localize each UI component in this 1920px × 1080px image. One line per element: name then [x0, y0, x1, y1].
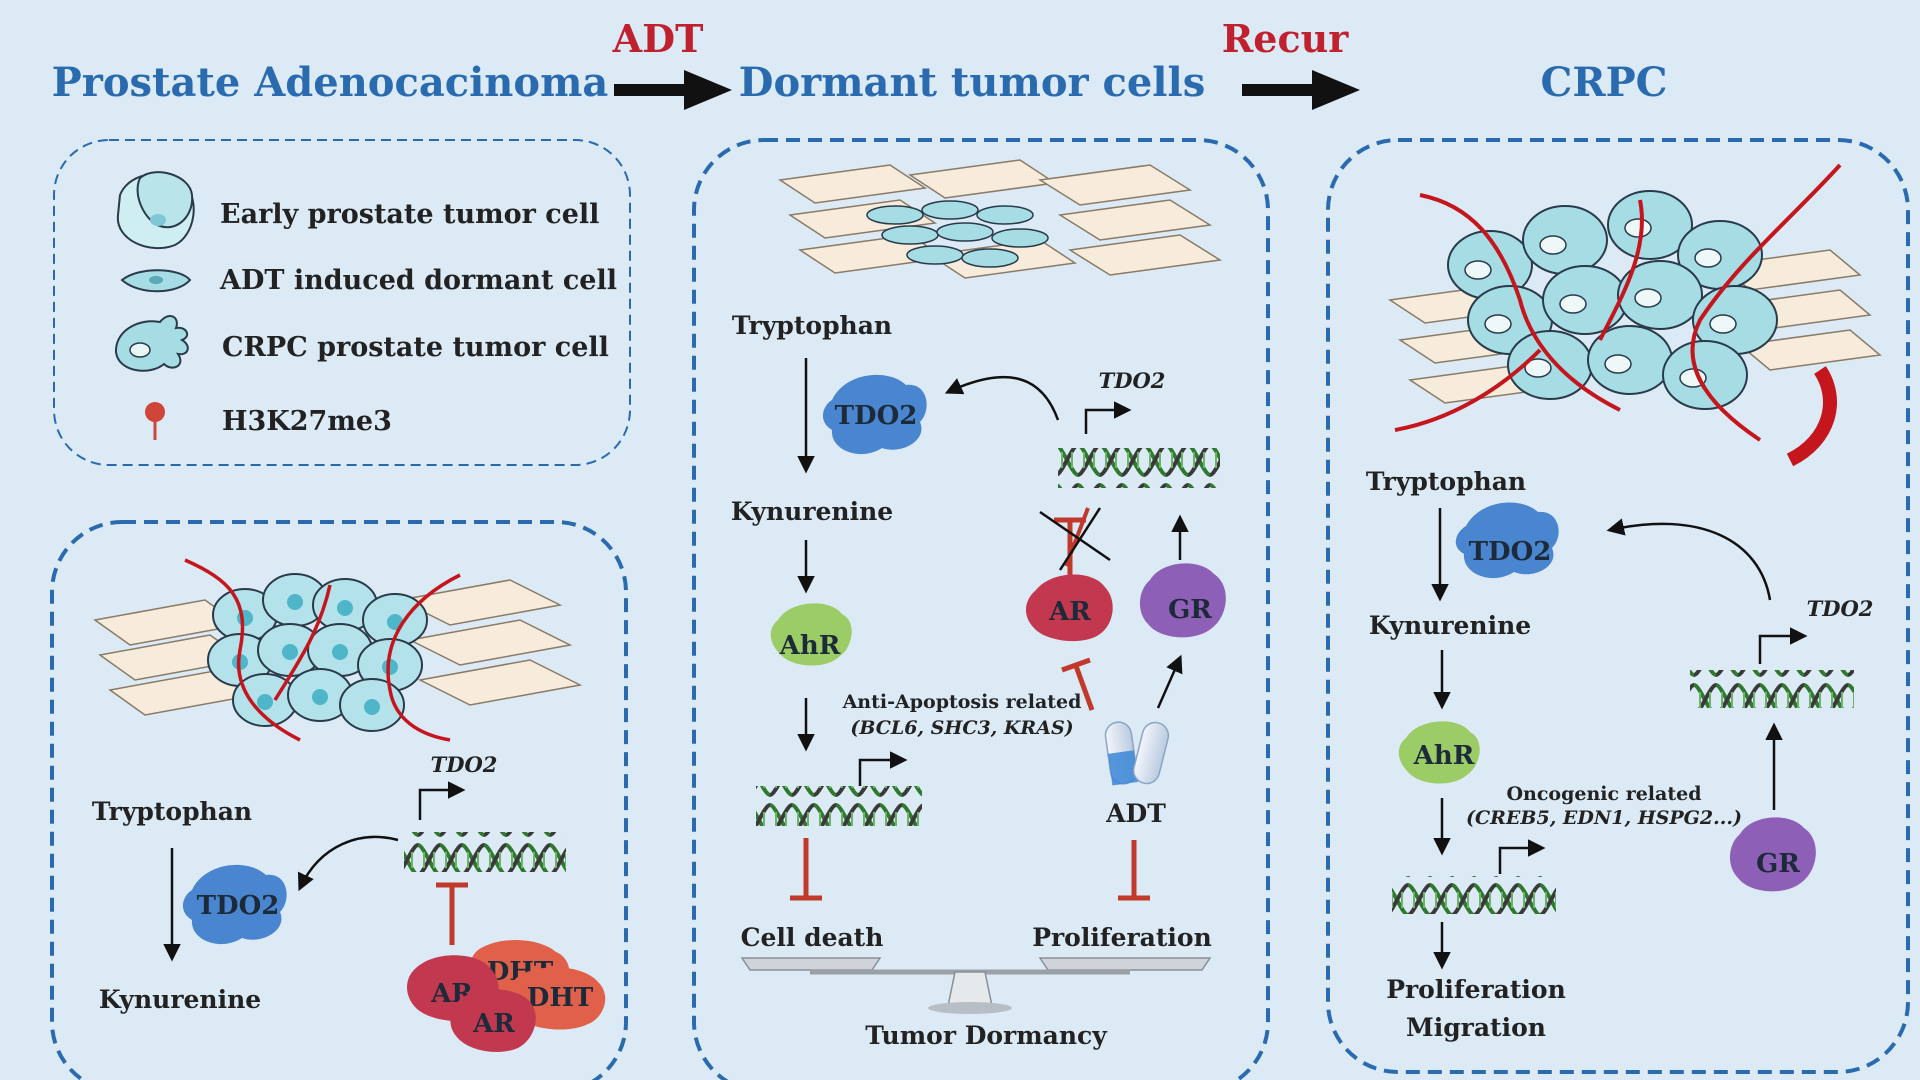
legend-frame: [53, 139, 631, 466]
early-tumor-cell-icon: [116, 171, 195, 250]
header-crpc: CRPC: [1541, 59, 1668, 106]
ar-protein-icon: AR: [1025, 574, 1113, 642]
transcription-start-icon: [418, 781, 466, 820]
transcription-start-icon: [1498, 839, 1546, 874]
right-tryptophan-label: Tryptophan: [1366, 467, 1526, 496]
legend-label-dormant: ADT induced dormant cell: [219, 265, 617, 296]
tissue-illustration: [777, 159, 1223, 279]
crpc-cell-icon: [114, 314, 189, 372]
transcription-start-icon: [858, 751, 908, 786]
dna-helix-icon: [404, 832, 566, 872]
right-oncogenic-genes: (CREB5, EDN1, HSPG2...): [1466, 807, 1742, 829]
panel-prostate-adenocarcinoma: Tryptophan Kynurenine TDO2 TDO2 DHT DHT …: [50, 520, 628, 1080]
tdo2-protein-icon: TDO2: [822, 374, 927, 455]
mid-proliferation-label: Proliferation: [1032, 923, 1212, 952]
legend-label-early: Early prostate tumor cell: [220, 199, 599, 230]
dna-helix-icon: [1058, 448, 1220, 488]
header-dormant-tumor-cells: Dormant tumor cells: [739, 59, 1205, 106]
mid-adt-label: ADT: [1105, 799, 1166, 828]
header-prostate-adenocarcinoma: Prostate Adenocacinoma: [52, 59, 609, 106]
mid-gr-label: GR: [1168, 595, 1212, 625]
right-gr-label: GR: [1756, 849, 1800, 879]
h3k27me3-icon: [145, 402, 165, 440]
mid-cell-death-label: Cell death: [741, 923, 884, 952]
tdo2-protein-icon: TDO2: [1455, 502, 1559, 579]
balance-scale-icon: [740, 957, 1212, 1014]
left-kynurenine-label: Kynurenine: [99, 985, 261, 1014]
legend: Early prostate tumor cell ADT induced do…: [53, 139, 631, 466]
mid-tryptophan-label: Tryptophan: [732, 311, 892, 340]
panel-crpc: Tryptophan TDO2 Kynurenine AhR Oncogenic…: [1326, 138, 1910, 1074]
gr-protein-icon: GR: [1729, 817, 1816, 892]
inhibition-bar-icon: [790, 838, 822, 901]
right-tdo2-protein-label: TDO2: [1469, 537, 1552, 567]
left-tdo2-gene-label: TDO2: [431, 752, 498, 777]
step-label-adt: ADT: [612, 16, 704, 61]
transcription-start-icon: [1084, 401, 1132, 434]
mid-tdo2-gene-label: TDO2: [1099, 368, 1166, 393]
left-dht-label-2: DHT: [527, 983, 594, 1013]
legend-label-crpc: CRPC prostate tumor cell: [222, 332, 609, 363]
curved-arrow-icon: [944, 375, 1060, 421]
mid-kynurenine-label: Kynurenine: [731, 497, 893, 526]
ahr-protein-icon: AhR: [1398, 721, 1480, 784]
tissue-illustration: [1387, 163, 1882, 467]
mid-anti-apoptosis-genes: (BCL6, SHC3, KRAS): [850, 717, 1073, 739]
curved-arrow-icon: [297, 835, 399, 892]
arrow-up-icon: [1156, 654, 1183, 709]
curved-arrow-icon: [1606, 518, 1772, 601]
pill-icon: [1104, 721, 1170, 786]
inhibition-bar-icon: [1061, 657, 1095, 711]
right-oncogenic-label: Oncogenic related: [1507, 783, 1702, 805]
tissue-illustration: [93, 558, 583, 742]
right-tdo2-gene-label: TDO2: [1807, 596, 1874, 621]
right-arrow-icon: [614, 70, 732, 110]
panel-frame: [692, 138, 1270, 1080]
mid-ahr-label: AhR: [779, 631, 841, 661]
tdo2-protein-icon: TDO2: [182, 864, 287, 945]
dna-helix-icon: [756, 786, 922, 826]
panel-frame: [1326, 138, 1910, 1074]
panel-dormant-tumor-cells: Tryptophan TDO2 TDO2 Kynurenine AhR Anti…: [692, 138, 1270, 1080]
left-ar-label-2: AR: [472, 1009, 515, 1039]
right-proliferation-label: Proliferation: [1386, 975, 1566, 1004]
legend-label-h3k27me3: H3K27me3: [222, 406, 392, 437]
dna-helix-icon: [1690, 670, 1854, 708]
inhibition-bar-icon: [436, 882, 468, 945]
mid-tdo2-protein-label: TDO2: [835, 401, 918, 431]
step-label-recur: Recur: [1222, 16, 1350, 61]
panel-frame: [50, 520, 628, 1080]
right-migration-label: Migration: [1406, 1013, 1546, 1042]
left-tdo2-protein-label: TDO2: [197, 891, 280, 921]
left-tryptophan-label: Tryptophan: [92, 797, 252, 826]
inhibition-bar-icon: [1039, 507, 1111, 580]
dna-helix-icon: [1392, 876, 1556, 914]
ahr-protein-icon: AhR: [770, 603, 852, 666]
right-ahr-label: AhR: [1413, 741, 1475, 771]
inhibition-bar-icon: [1118, 840, 1150, 901]
ar-protein-icon: AR: [450, 989, 536, 1052]
gr-protein-icon: GR: [1139, 563, 1226, 638]
dormant-cell-icon: [120, 269, 192, 293]
right-arrow-icon: [1242, 70, 1360, 110]
mid-tumor-dormancy-label: Tumor Dormancy: [865, 1021, 1108, 1050]
header-row: Prostate Adenocacinoma ADT Dormant tumor…: [52, 16, 1668, 110]
mid-ar-label: AR: [1048, 597, 1091, 627]
transcription-start-icon: [1758, 627, 1808, 664]
right-kynurenine-label: Kynurenine: [1369, 611, 1531, 640]
mid-anti-apoptosis-label: Anti-Apoptosis related: [842, 691, 1082, 713]
